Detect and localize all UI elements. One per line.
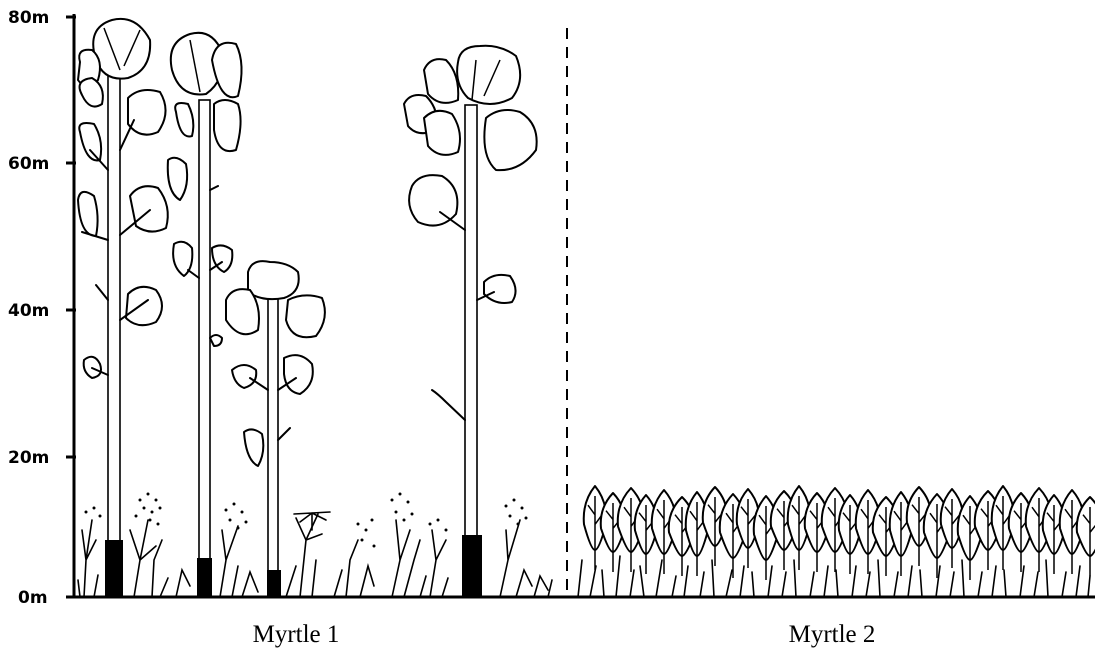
zone-label-myrtle-2: Myrtle 2 [789, 621, 876, 648]
myrtle-2-zone [578, 486, 1095, 597]
tick-label-20: 20m [8, 448, 49, 468]
tick-label-60: 60m [8, 154, 49, 174]
tick-label-40: 40m [8, 301, 49, 321]
tick-label-0: 0m [18, 588, 48, 608]
tick-label-80: 80m [8, 8, 49, 28]
tall-tree-1 [78, 19, 168, 597]
myrtle-1-zone [78, 19, 552, 597]
myrtle-2-undergrowth [578, 556, 1090, 597]
tall-tree-3 [226, 261, 325, 597]
zone-label-myrtle-1: Myrtle 1 [253, 621, 340, 648]
tall-tree-4 [404, 46, 537, 597]
